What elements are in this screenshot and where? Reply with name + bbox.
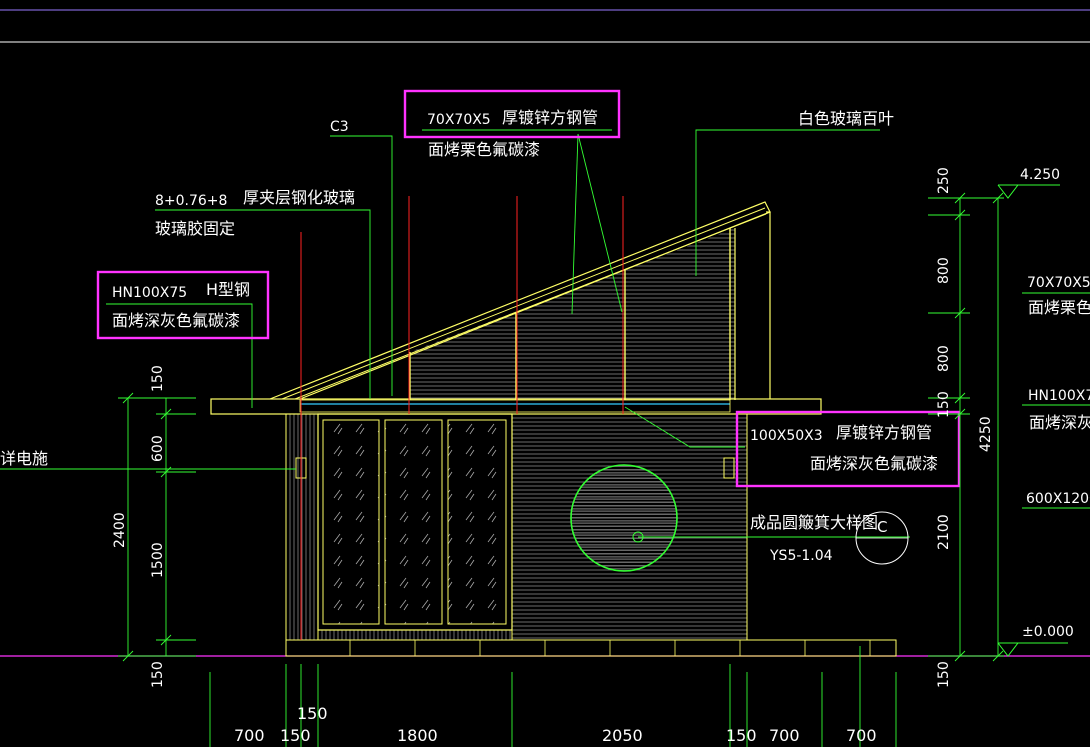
label-tube-size: 70X70X5 bbox=[427, 112, 491, 128]
label-louver: 白色玻璃百叶 bbox=[798, 109, 894, 128]
label-tube-finish: 面烤栗色氟碳漆 bbox=[428, 140, 540, 159]
label-circle-title: 成品圆簸箕大样图 bbox=[750, 513, 878, 532]
roof-beam-band bbox=[299, 399, 731, 413]
highlight-box-beam bbox=[735, 410, 961, 488]
dim-bottom-g: 700 bbox=[846, 726, 877, 745]
dim-left-total: 2400 bbox=[112, 512, 128, 548]
elevation-marker-ground bbox=[997, 642, 1068, 657]
dim-left-lower: 1500 bbox=[150, 542, 166, 578]
label-steel-size: HN100X75 bbox=[112, 285, 187, 301]
round-window bbox=[570, 464, 678, 572]
label-electric: 详电施 bbox=[0, 449, 48, 468]
leader-c3 bbox=[330, 135, 393, 396]
highlight-box-steel bbox=[96, 270, 270, 340]
dim-bottom-a: 700 bbox=[234, 726, 265, 745]
label-glass-spec: 8+0.76+8 bbox=[155, 193, 227, 209]
dim-left-upper: 600 bbox=[150, 435, 166, 462]
dim-right-band: 150 bbox=[936, 391, 952, 418]
label-glass-name: 厚夹层钢化玻璃 bbox=[243, 188, 355, 207]
dim-bottom-c: 1800 bbox=[397, 726, 438, 745]
label-steel-name: H型钢 bbox=[206, 280, 250, 299]
highlight-box-tube bbox=[403, 89, 621, 139]
plinth bbox=[285, 639, 897, 657]
leader-glass bbox=[155, 209, 371, 399]
dim-bottom-e: 150 bbox=[726, 726, 757, 745]
label-right-tube: 70X70X5 bbox=[1027, 275, 1090, 291]
leader-steel bbox=[106, 303, 253, 408]
dim-right-upper: 800 bbox=[936, 257, 952, 284]
label-beam-name: 厚镀锌方钢管 bbox=[836, 423, 932, 442]
elevation-top: 4.250 bbox=[1020, 167, 1060, 183]
elevation-ground: ±0.000 bbox=[1022, 624, 1074, 640]
label-c3: C3 bbox=[330, 119, 349, 135]
dim-right-total: 4250 bbox=[978, 416, 994, 452]
dim-bottom-f: 700 bbox=[769, 726, 800, 745]
glass-panel-2 bbox=[384, 419, 443, 625]
label-right-panel: 600X1200X bbox=[1026, 491, 1090, 507]
door-sill bbox=[317, 629, 513, 641]
label-circle-ref: YS5-1.04 bbox=[769, 548, 833, 564]
leader-tube-2 bbox=[577, 133, 623, 313]
glass-panel-1 bbox=[322, 419, 380, 625]
dim-left-bottom: 150 bbox=[150, 661, 166, 688]
leader-louver bbox=[695, 129, 880, 276]
dim-bottom-d: 2050 bbox=[602, 726, 643, 745]
glass-louver-panel bbox=[410, 228, 735, 400]
elevation-marker-top bbox=[997, 184, 1060, 199]
dim-bottom-b: 150 bbox=[280, 726, 311, 745]
dim-right-lower: 2100 bbox=[936, 514, 952, 550]
roof-slope-inner-1 bbox=[281, 207, 766, 400]
label-beam-size: 100X50X3 bbox=[750, 428, 823, 444]
roof-slope-inner-2 bbox=[294, 213, 767, 400]
dim-right-top: 250 bbox=[936, 167, 952, 194]
left-wall bbox=[285, 413, 319, 641]
dim-bottom-b-top: 150 bbox=[297, 704, 328, 723]
leader-tube-1 bbox=[571, 133, 579, 315]
detail-callout-letter: C bbox=[877, 518, 887, 536]
dim-left-top: 150 bbox=[150, 365, 166, 392]
label-right-tube-finish: 面烤栗色氟 bbox=[1028, 298, 1090, 317]
label-glass-fix: 玻璃胶固定 bbox=[155, 219, 235, 238]
label-beam-finish: 面烤深灰色氟碳漆 bbox=[810, 454, 938, 473]
roof-back-wall bbox=[766, 211, 771, 399]
leader-beam bbox=[624, 406, 745, 448]
label-steel-finish: 面烤深灰色氟碳漆 bbox=[112, 311, 240, 330]
label-right-steel: HN100X75 bbox=[1028, 388, 1090, 404]
right-wall-light bbox=[723, 457, 735, 479]
dim-right-middle: 800 bbox=[936, 345, 952, 372]
label-tube-name: 厚镀锌方钢管 bbox=[502, 108, 598, 127]
dim-right-bottom: 150 bbox=[936, 661, 952, 688]
glass-panel-3 bbox=[447, 419, 507, 625]
label-right-steel-finish: 面烤深灰 bbox=[1029, 413, 1090, 432]
